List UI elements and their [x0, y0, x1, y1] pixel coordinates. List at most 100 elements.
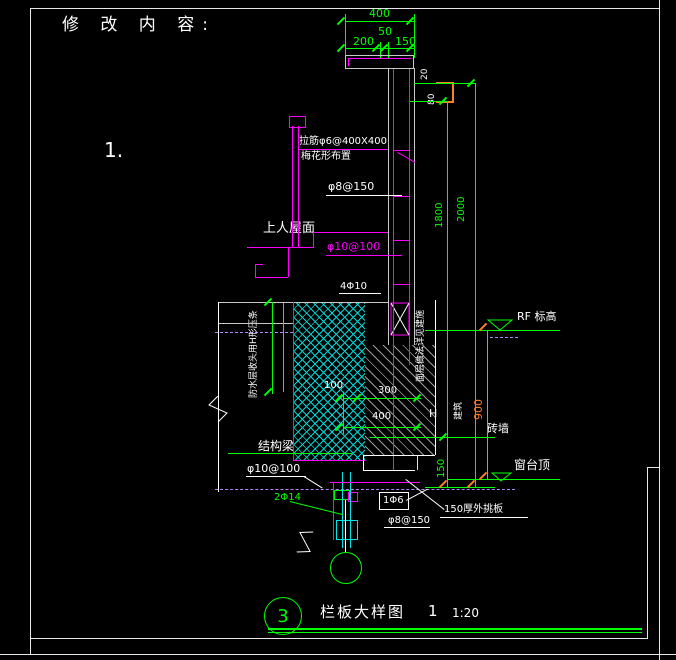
title-rule	[268, 628, 642, 630]
dim-ext	[414, 14, 415, 58]
frame-right	[659, 0, 660, 660]
dim-line	[447, 101, 448, 487]
post-cap	[289, 116, 290, 127]
cap-outline	[345, 55, 414, 56]
dim-ext	[414, 83, 476, 84]
dim-line	[345, 48, 415, 49]
frame-right-inner	[647, 467, 648, 638]
break-symbol-icon	[296, 531, 314, 553]
frame-bottom	[30, 638, 648, 639]
title-rule	[268, 632, 642, 633]
dim-line	[272, 302, 273, 394]
coping	[436, 101, 454, 103]
roof-line	[288, 247, 289, 277]
elevation-marker-rf-icon	[486, 319, 514, 331]
dim-tick	[336, 43, 346, 53]
cap-rebar	[348, 58, 349, 66]
roof-line	[255, 277, 288, 278]
roof-line	[313, 232, 388, 233]
elevation-marker-sill-icon	[491, 472, 513, 482]
beam-edge	[363, 455, 435, 456]
frame-top	[30, 8, 659, 9]
cap-outline	[345, 68, 414, 69]
concrete-beam-hatch	[365, 345, 435, 455]
dim-top-left: 200	[353, 35, 374, 48]
roof-line	[255, 264, 263, 265]
dim-top-mid: 50	[378, 25, 392, 38]
dim-ext	[343, 392, 344, 434]
rebar-tie	[393, 284, 410, 285]
leader	[298, 149, 388, 150]
drawing-sheet-no: 1	[428, 602, 438, 620]
axis-bubble	[330, 552, 362, 584]
window-mullion	[336, 520, 358, 540]
leader	[303, 476, 323, 489]
tie-hook	[397, 152, 416, 163]
axis-line	[490, 337, 518, 338]
post	[298, 126, 299, 247]
dim-inner-300: 300	[378, 385, 398, 396]
wall-rebar	[409, 69, 410, 365]
beam-flash	[417, 455, 418, 470]
detail-number: 3	[277, 605, 289, 627]
bar-anchor	[348, 492, 358, 502]
label-level-rf: RF 标高	[517, 310, 557, 323]
dim-line	[487, 330, 488, 479]
revision-title: 修 改 内 容:	[62, 15, 216, 35]
leader	[228, 453, 352, 454]
note-tie-layout: 梅花形布置	[301, 151, 351, 162]
leader	[339, 293, 381, 294]
dim-ext	[345, 14, 346, 58]
coping	[452, 82, 454, 103]
axis-line-v	[345, 500, 346, 552]
waterstop	[283, 303, 284, 392]
dim-150: 150	[436, 458, 447, 478]
dim-ext	[410, 101, 448, 102]
note-phi8-bottom: φ8@150	[388, 515, 431, 526]
frame-right-step	[647, 467, 659, 468]
label-arch: 建筑	[454, 401, 464, 420]
roof-line	[255, 264, 256, 278]
note-1phi6: 1Φ6	[383, 495, 404, 506]
dim-top-total: 400	[369, 7, 390, 20]
dim-2000: 2000	[456, 196, 467, 222]
dim-line	[345, 21, 415, 22]
label-sill-top: 窗台顶	[514, 458, 551, 472]
label-brick-wall: 砖墙	[487, 422, 509, 435]
post	[292, 126, 293, 247]
dim-1800: 1800	[434, 202, 445, 228]
axis-line	[215, 332, 293, 333]
leader	[405, 479, 445, 510]
wall-rebar	[393, 69, 394, 470]
note-bar-phi10: φ10@100	[327, 240, 381, 253]
leader	[289, 501, 344, 516]
window-frame	[350, 472, 351, 548]
label-structural-beam: 结构梁	[258, 439, 295, 453]
level-line	[448, 479, 560, 480]
dim-cap-20: 20	[420, 68, 430, 80]
lattice-edge	[293, 460, 365, 461]
level-line	[425, 330, 560, 331]
dim-line	[475, 83, 476, 487]
cap-outline	[413, 55, 414, 69]
dim-line	[343, 427, 421, 428]
label-box	[379, 492, 409, 510]
beam-step	[363, 470, 415, 471]
post-cap	[289, 116, 306, 117]
leader	[246, 476, 306, 477]
dim-height-h: H	[429, 407, 438, 420]
note-finish: 面层做法详见建施	[416, 309, 426, 382]
roof-line	[247, 247, 313, 248]
dim-ext	[370, 437, 495, 438]
dim-line	[343, 398, 421, 399]
slab-line	[218, 302, 388, 303]
leader	[440, 517, 528, 518]
leader	[384, 527, 430, 528]
revision-item-number: 1.	[104, 138, 124, 162]
note-cantilever-slab: 150厚外挑板	[444, 504, 504, 515]
rebar-tie	[393, 150, 410, 151]
window-frame	[342, 472, 343, 548]
axis-line	[215, 489, 515, 490]
dim-inner-400: 400	[372, 411, 392, 422]
